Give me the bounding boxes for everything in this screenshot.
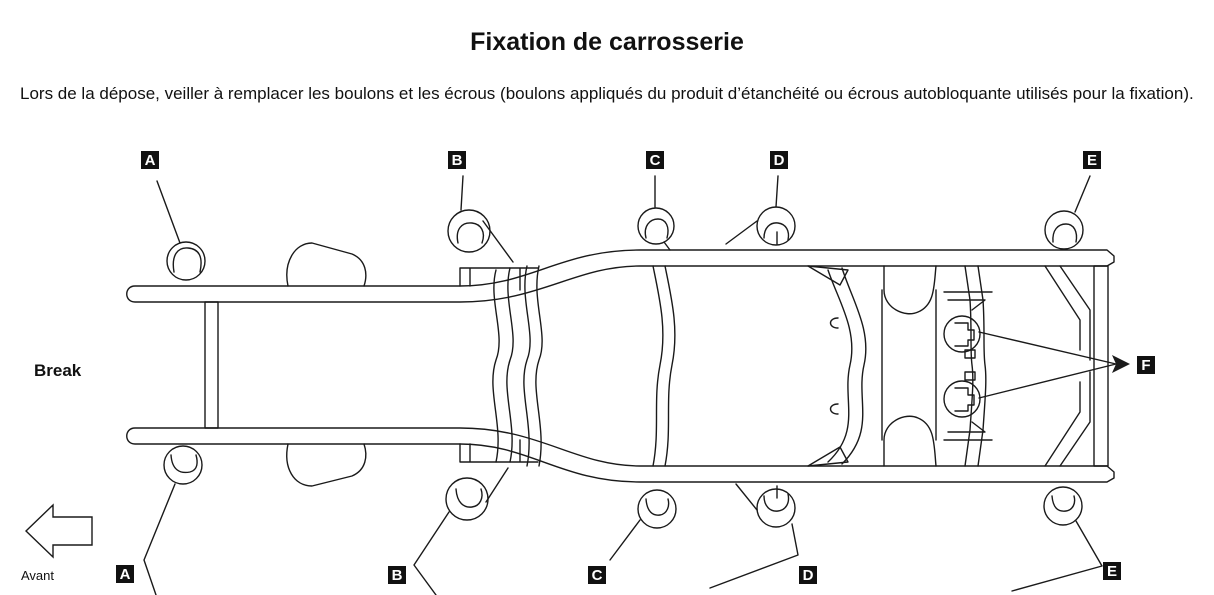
leader-c-lower	[609, 519, 641, 561]
mount-f-upper-detail	[954, 322, 975, 347]
label-badge-e-lower: E	[1103, 562, 1121, 580]
label-badge-a-lower: A	[116, 565, 134, 583]
front-arrow-icon	[24, 503, 93, 559]
label-badge-b-upper: B	[448, 151, 466, 169]
label-badge-c-upper: C	[646, 151, 664, 169]
leader-e-upper	[1074, 175, 1091, 213]
rear-floor-hump-upper	[883, 265, 937, 315]
floor-pan-front-lower	[286, 443, 367, 487]
d-gusset-upper	[807, 265, 849, 286]
axle-straps	[943, 291, 993, 441]
d-crossmember	[827, 267, 867, 465]
mount-b-upper-detail	[456, 222, 485, 244]
label-badge-b-lower: B	[388, 566, 406, 584]
label-badge-a-upper-text: A	[145, 152, 156, 169]
mount-a-upper	[166, 241, 206, 281]
center-hump-walls	[881, 289, 937, 441]
leader-d-lower	[709, 483, 799, 589]
c-crossmember	[652, 265, 676, 467]
axle-crossmember	[964, 265, 987, 467]
arrowhead-f	[1112, 355, 1130, 373]
label-badge-f-text: F	[1141, 357, 1150, 374]
removal-instructions: Lors de la dépose, veiller à remplacer l…	[20, 84, 1194, 103]
leader-d-upper	[725, 175, 779, 245]
label-badge-d-lower-text: D	[803, 567, 814, 584]
mount-b-upper	[447, 209, 491, 253]
leader-b-upper	[460, 175, 514, 263]
label-badge-e-upper-text: E	[1087, 152, 1097, 169]
frame-rail-upper	[126, 249, 1115, 303]
leader-c-upper	[654, 175, 671, 251]
mount-a-upper-detail	[172, 247, 202, 273]
label-badge-b-upper-text: B	[452, 152, 463, 169]
variant-label: Break	[34, 361, 82, 380]
mount-d-lower	[756, 488, 796, 528]
leader-e-lower	[1011, 520, 1103, 592]
d-gusset-lower	[807, 446, 849, 467]
mount-c-upper-detail	[644, 218, 669, 239]
label-badge-e-lower-text: E	[1107, 563, 1117, 580]
frame-rail-lower	[126, 427, 1115, 483]
mount-e-lower-detail	[1051, 495, 1076, 512]
mount-c-lower	[637, 489, 677, 529]
mount-e-upper-detail	[1052, 223, 1078, 243]
mount-e-lower	[1043, 486, 1083, 526]
axle-small-parts	[964, 349, 976, 381]
leader-a-lower	[143, 483, 176, 595]
label-badge-c-lower-text: C	[592, 567, 603, 584]
label-badge-a-lower-text: A	[120, 566, 131, 583]
mount-d-lower-detail	[763, 485, 790, 512]
rear-floor-hump-lower	[883, 415, 937, 467]
mount-f-lower	[943, 380, 981, 418]
label-badge-d-upper: D	[770, 151, 788, 169]
rear-diagonal-lower	[1044, 371, 1091, 467]
mount-b-lower-detail	[455, 488, 483, 508]
label-badges: A A B B C C D D	[116, 151, 1155, 584]
mount-d-upper	[756, 206, 796, 246]
front-direction-label: Avant	[21, 568, 55, 583]
b-bracket-lower	[459, 439, 539, 463]
mount-a-lower-detail	[170, 454, 198, 474]
rear-diagonal-upper	[1044, 265, 1091, 361]
mount-f-upper	[943, 315, 981, 353]
page-title: Fixation de carrosserie	[470, 28, 744, 56]
label-badge-c-upper-text: C	[650, 152, 661, 169]
label-badge-d-lower: D	[799, 566, 817, 584]
leader-a-upper	[156, 180, 181, 244]
mount-d-upper-detail	[763, 222, 790, 245]
mount-a-lower	[163, 445, 203, 485]
b-crossmember	[492, 265, 543, 467]
label-badge-b-lower-text: B	[392, 567, 403, 584]
mount-f-lower-detail	[954, 387, 975, 412]
mount-c-lower-detail	[645, 498, 670, 516]
label-badge-a-upper: A	[141, 151, 159, 169]
b-bracket-upper	[459, 267, 539, 291]
leader-f	[978, 331, 1117, 399]
floor-pan-front-upper	[286, 242, 367, 287]
mount-e-upper	[1044, 210, 1084, 250]
front-crossmember	[204, 301, 219, 429]
label-badge-e-upper: E	[1083, 151, 1101, 169]
label-badge-f: F	[1137, 356, 1155, 374]
leader-b-lower	[413, 467, 509, 595]
label-badge-c-lower: C	[588, 566, 606, 584]
d-crossmember-tabs	[829, 317, 839, 415]
label-badge-d-upper-text: D	[774, 152, 785, 169]
mount-c-upper	[637, 207, 675, 245]
